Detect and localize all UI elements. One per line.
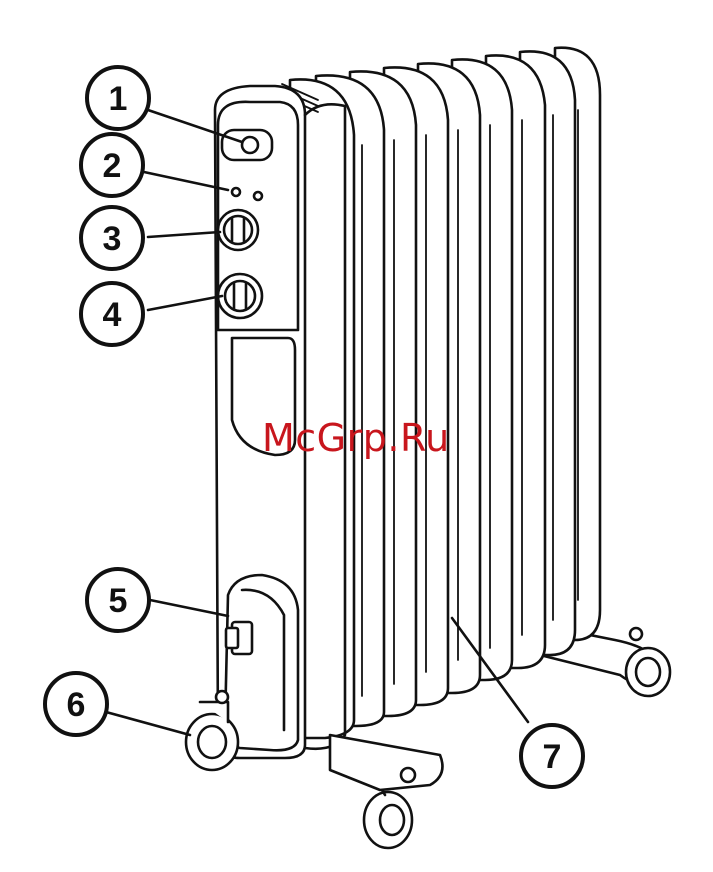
indicator-dot xyxy=(254,192,262,200)
callout-number: 5 xyxy=(109,582,128,620)
control-knob xyxy=(218,274,262,318)
callout-number: 7 xyxy=(543,738,562,776)
callout-5: 5 xyxy=(87,569,149,631)
callout-6: 6 xyxy=(45,673,107,735)
callout-7: 7 xyxy=(521,725,583,787)
control-knob xyxy=(218,210,258,250)
callout-number: 4 xyxy=(103,296,122,334)
cord-storage xyxy=(225,575,298,750)
callout-number: 6 xyxy=(67,686,86,724)
front-foot xyxy=(330,735,442,848)
indicator-lamp xyxy=(242,137,258,153)
indicator-dot xyxy=(232,188,240,196)
callout-2: 2 xyxy=(81,134,143,196)
callout-4: 4 xyxy=(81,283,143,345)
callout-number: 2 xyxy=(103,147,122,185)
callout-1: 1 xyxy=(87,67,149,129)
callout-number: 3 xyxy=(103,220,122,258)
watermark: McGrp.Ru xyxy=(262,416,450,460)
callout-number: 1 xyxy=(109,80,128,118)
callout-3: 3 xyxy=(81,207,143,269)
